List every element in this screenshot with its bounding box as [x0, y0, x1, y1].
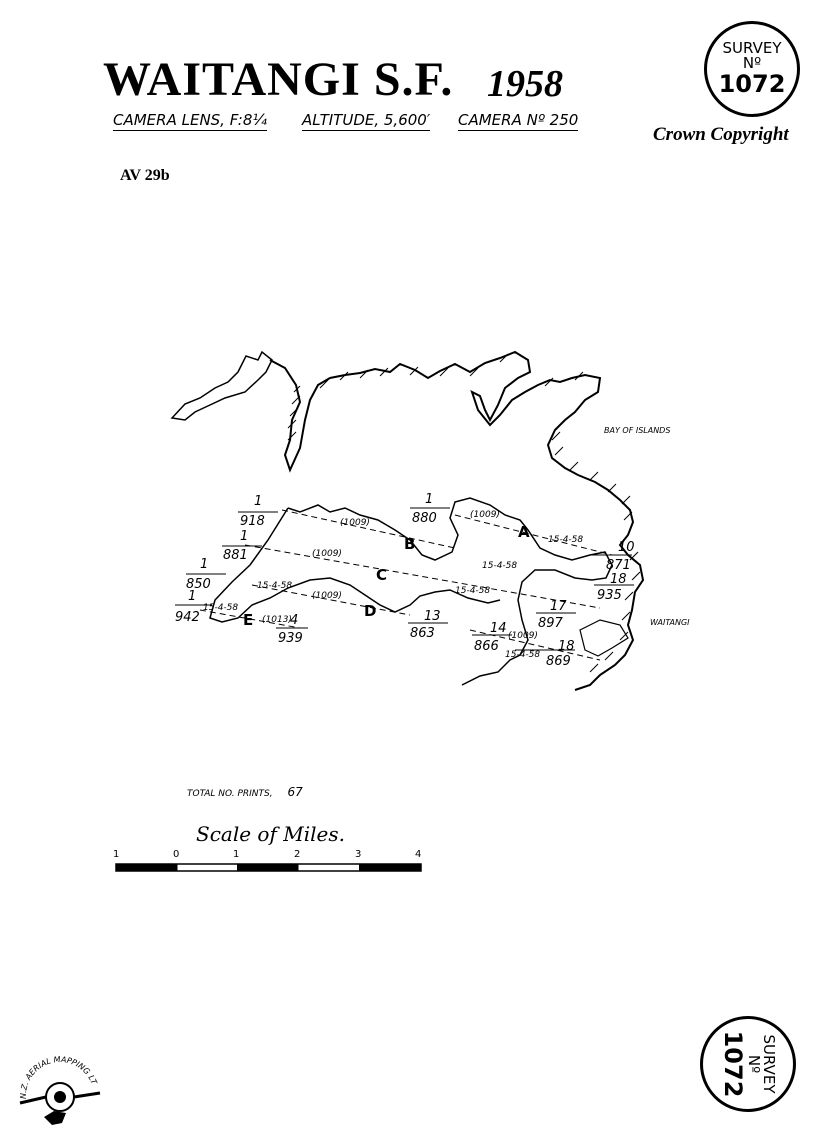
coast-hatching — [287, 353, 641, 673]
forest-boundary — [287, 497, 613, 686]
print-number: 18 — [558, 639, 575, 654]
survey-stamp-top: SURVEY Nº 1072 — [704, 21, 800, 117]
altitude-label: ALTITUDE, 5,600′ — [302, 111, 431, 131]
print-number: 866 — [474, 639, 499, 654]
print-number: 1 — [254, 494, 262, 509]
date-label: 15-4-58 — [203, 603, 238, 613]
total-prints: TOTAL NO. PRINTS, 67 — [187, 785, 303, 799]
print-number: 13 — [424, 609, 441, 624]
print-number: 1 — [240, 529, 248, 544]
stamp-line2: Nº — [744, 1054, 763, 1074]
scale-bar — [115, 863, 422, 872]
stamp-number: 1072 — [718, 70, 786, 99]
total-prints-value: 67 — [287, 785, 303, 799]
date-label: 15-4-58 — [455, 586, 490, 596]
forest-boundary-south — [209, 507, 501, 623]
scale-title: Scale of Miles. — [196, 822, 345, 846]
coastline — [170, 350, 273, 421]
stamp-line1: SURVEY — [722, 38, 782, 57]
scale-tick: 1 — [113, 849, 120, 860]
waitangi-hatch-area — [579, 619, 629, 657]
film-label: (1009) — [312, 549, 342, 559]
flight-line-a — [454, 514, 613, 556]
place-label-bay-of-islands: BAY OF ISLANDS — [604, 426, 670, 435]
coastline-north — [269, 350, 645, 691]
run-letter-d: D — [364, 602, 376, 620]
camera-number-label: CAMERA Nº 250 — [458, 111, 579, 131]
map-year: 1958 — [487, 63, 563, 105]
print-number: 4 — [290, 613, 298, 628]
run-letter-b: B — [404, 535, 415, 553]
film-label-e: (1013) — [262, 615, 292, 625]
scale-tick: 0 — [173, 849, 180, 860]
print-number: 1 — [425, 492, 433, 507]
total-prints-label: TOTAL NO. PRINTS, — [187, 789, 273, 799]
film-label: (1009) — [312, 591, 342, 601]
stamp-number: 1072 — [718, 1030, 747, 1098]
film-label: (1009) — [340, 518, 370, 528]
crown-copyright: Crown Copyright — [653, 124, 789, 145]
run-letter-e: E — [243, 611, 253, 629]
print-number: 10 — [618, 540, 635, 555]
print-number: 897 — [538, 616, 564, 631]
scale-tick: 3 — [355, 849, 362, 860]
date-label: 15-4-58 — [505, 650, 540, 660]
map-title: WAITANGI S.F. — [103, 53, 454, 106]
flight-line-d — [251, 584, 411, 616]
date-label: 15-4-58 — [548, 535, 583, 545]
place-label-waitangi: WAITANGI — [650, 618, 690, 627]
flight-index-map: A B C D E (1009) (1009) (1009) (1009) (1… — [170, 350, 690, 691]
print-number: 935 — [597, 588, 622, 603]
print-number: 918 — [240, 514, 265, 529]
print-number: 1 — [200, 557, 208, 572]
flight-line-e — [199, 609, 301, 629]
camera-lens-label: CAMERA LENS, F:8¼ — [113, 111, 267, 131]
print-number: 871 — [606, 558, 631, 573]
survey-stamp-bottom: SURVEY Nº 1072 — [700, 1016, 796, 1112]
scale-tick: 2 — [294, 849, 301, 860]
run-letter-a: A — [518, 523, 530, 541]
print-number: 869 — [546, 654, 571, 669]
print-number: 17 — [550, 599, 567, 614]
film-label: (1009) — [470, 510, 500, 520]
stamp-line1: SURVEY — [760, 1034, 779, 1094]
print-number: 881 — [223, 548, 248, 563]
print-number: 14 — [490, 621, 507, 636]
scale-tick: 4 — [415, 849, 422, 860]
film-label: (1009) — [508, 631, 538, 641]
print-number: 942 — [175, 610, 200, 625]
print-number: 1 — [188, 589, 196, 604]
print-number: 863 — [410, 626, 435, 641]
print-number: 880 — [412, 511, 437, 526]
flight-line-c — [244, 544, 601, 609]
scale-tick: 1 — [233, 849, 240, 860]
reference-code: AV 29b — [120, 167, 170, 184]
run-letter-c: C — [376, 566, 387, 584]
print-number: 18 — [610, 572, 627, 587]
stamp-line2: Nº — [742, 54, 762, 73]
print-number: 939 — [278, 631, 303, 646]
date-label: 15-4-58 — [482, 561, 517, 571]
print-number: 850 — [186, 577, 211, 592]
date-label: 15-4-58 — [257, 581, 292, 591]
nz-aerial-mapping-logo: N.Z. AERIAL MAPPING LTD. — [14, 1047, 101, 1125]
